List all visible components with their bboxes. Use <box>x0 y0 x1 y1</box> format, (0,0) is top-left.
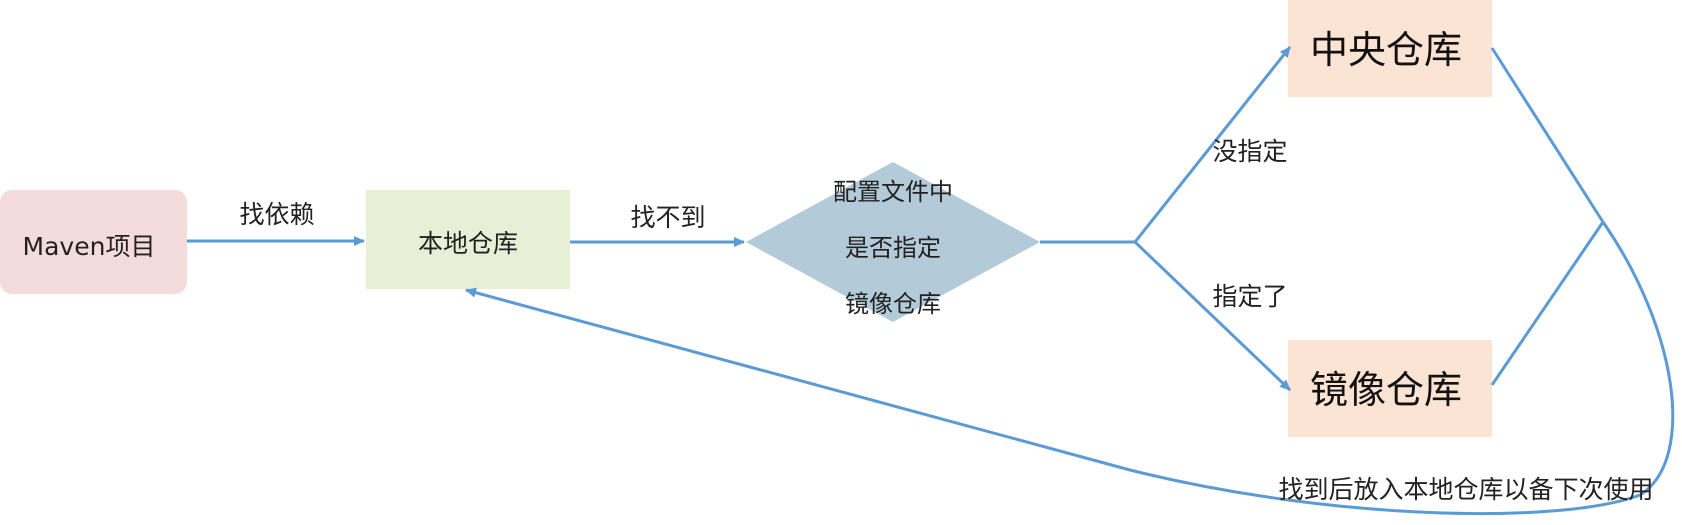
central-repo-label: 中央仓库 <box>1310 28 1462 72</box>
line-mirror-to-merge <box>1490 221 1605 386</box>
line-central-to-merge <box>1490 47 1605 223</box>
edge-label-find-dependency: 找依赖 <box>239 200 314 229</box>
decision-label-line3: 镜像仓库 <box>845 290 941 318</box>
decision-label-line2: 是否指定 <box>845 234 941 262</box>
maven-project-label: Maven项目 <box>23 232 156 261</box>
edge-label-not-specified: 没指定 <box>1212 137 1287 166</box>
local-repo-box <box>366 190 570 289</box>
mirror-repo-box <box>1288 340 1492 437</box>
mirror-repo-label: 镜像仓库 <box>1310 368 1462 412</box>
edge-label-not-found: 找不到 <box>630 203 705 232</box>
arrow-return-to-local <box>465 221 1675 516</box>
edge-label-specified: 指定了 <box>1212 282 1287 311</box>
arrow-branch-to-mirror <box>1133 240 1292 392</box>
mirror-decision-diamond <box>746 162 1040 322</box>
edge-label-return-note: 找到后放入本地仓库以备下次使用 <box>1278 475 1653 504</box>
decision-label-line1: 配置文件中 <box>833 178 953 206</box>
maven-project-box <box>0 190 187 294</box>
arrow-branch-to-central <box>1133 46 1292 243</box>
central-repo-box <box>1288 0 1492 97</box>
local-repo-label: 本地仓库 <box>418 229 518 258</box>
